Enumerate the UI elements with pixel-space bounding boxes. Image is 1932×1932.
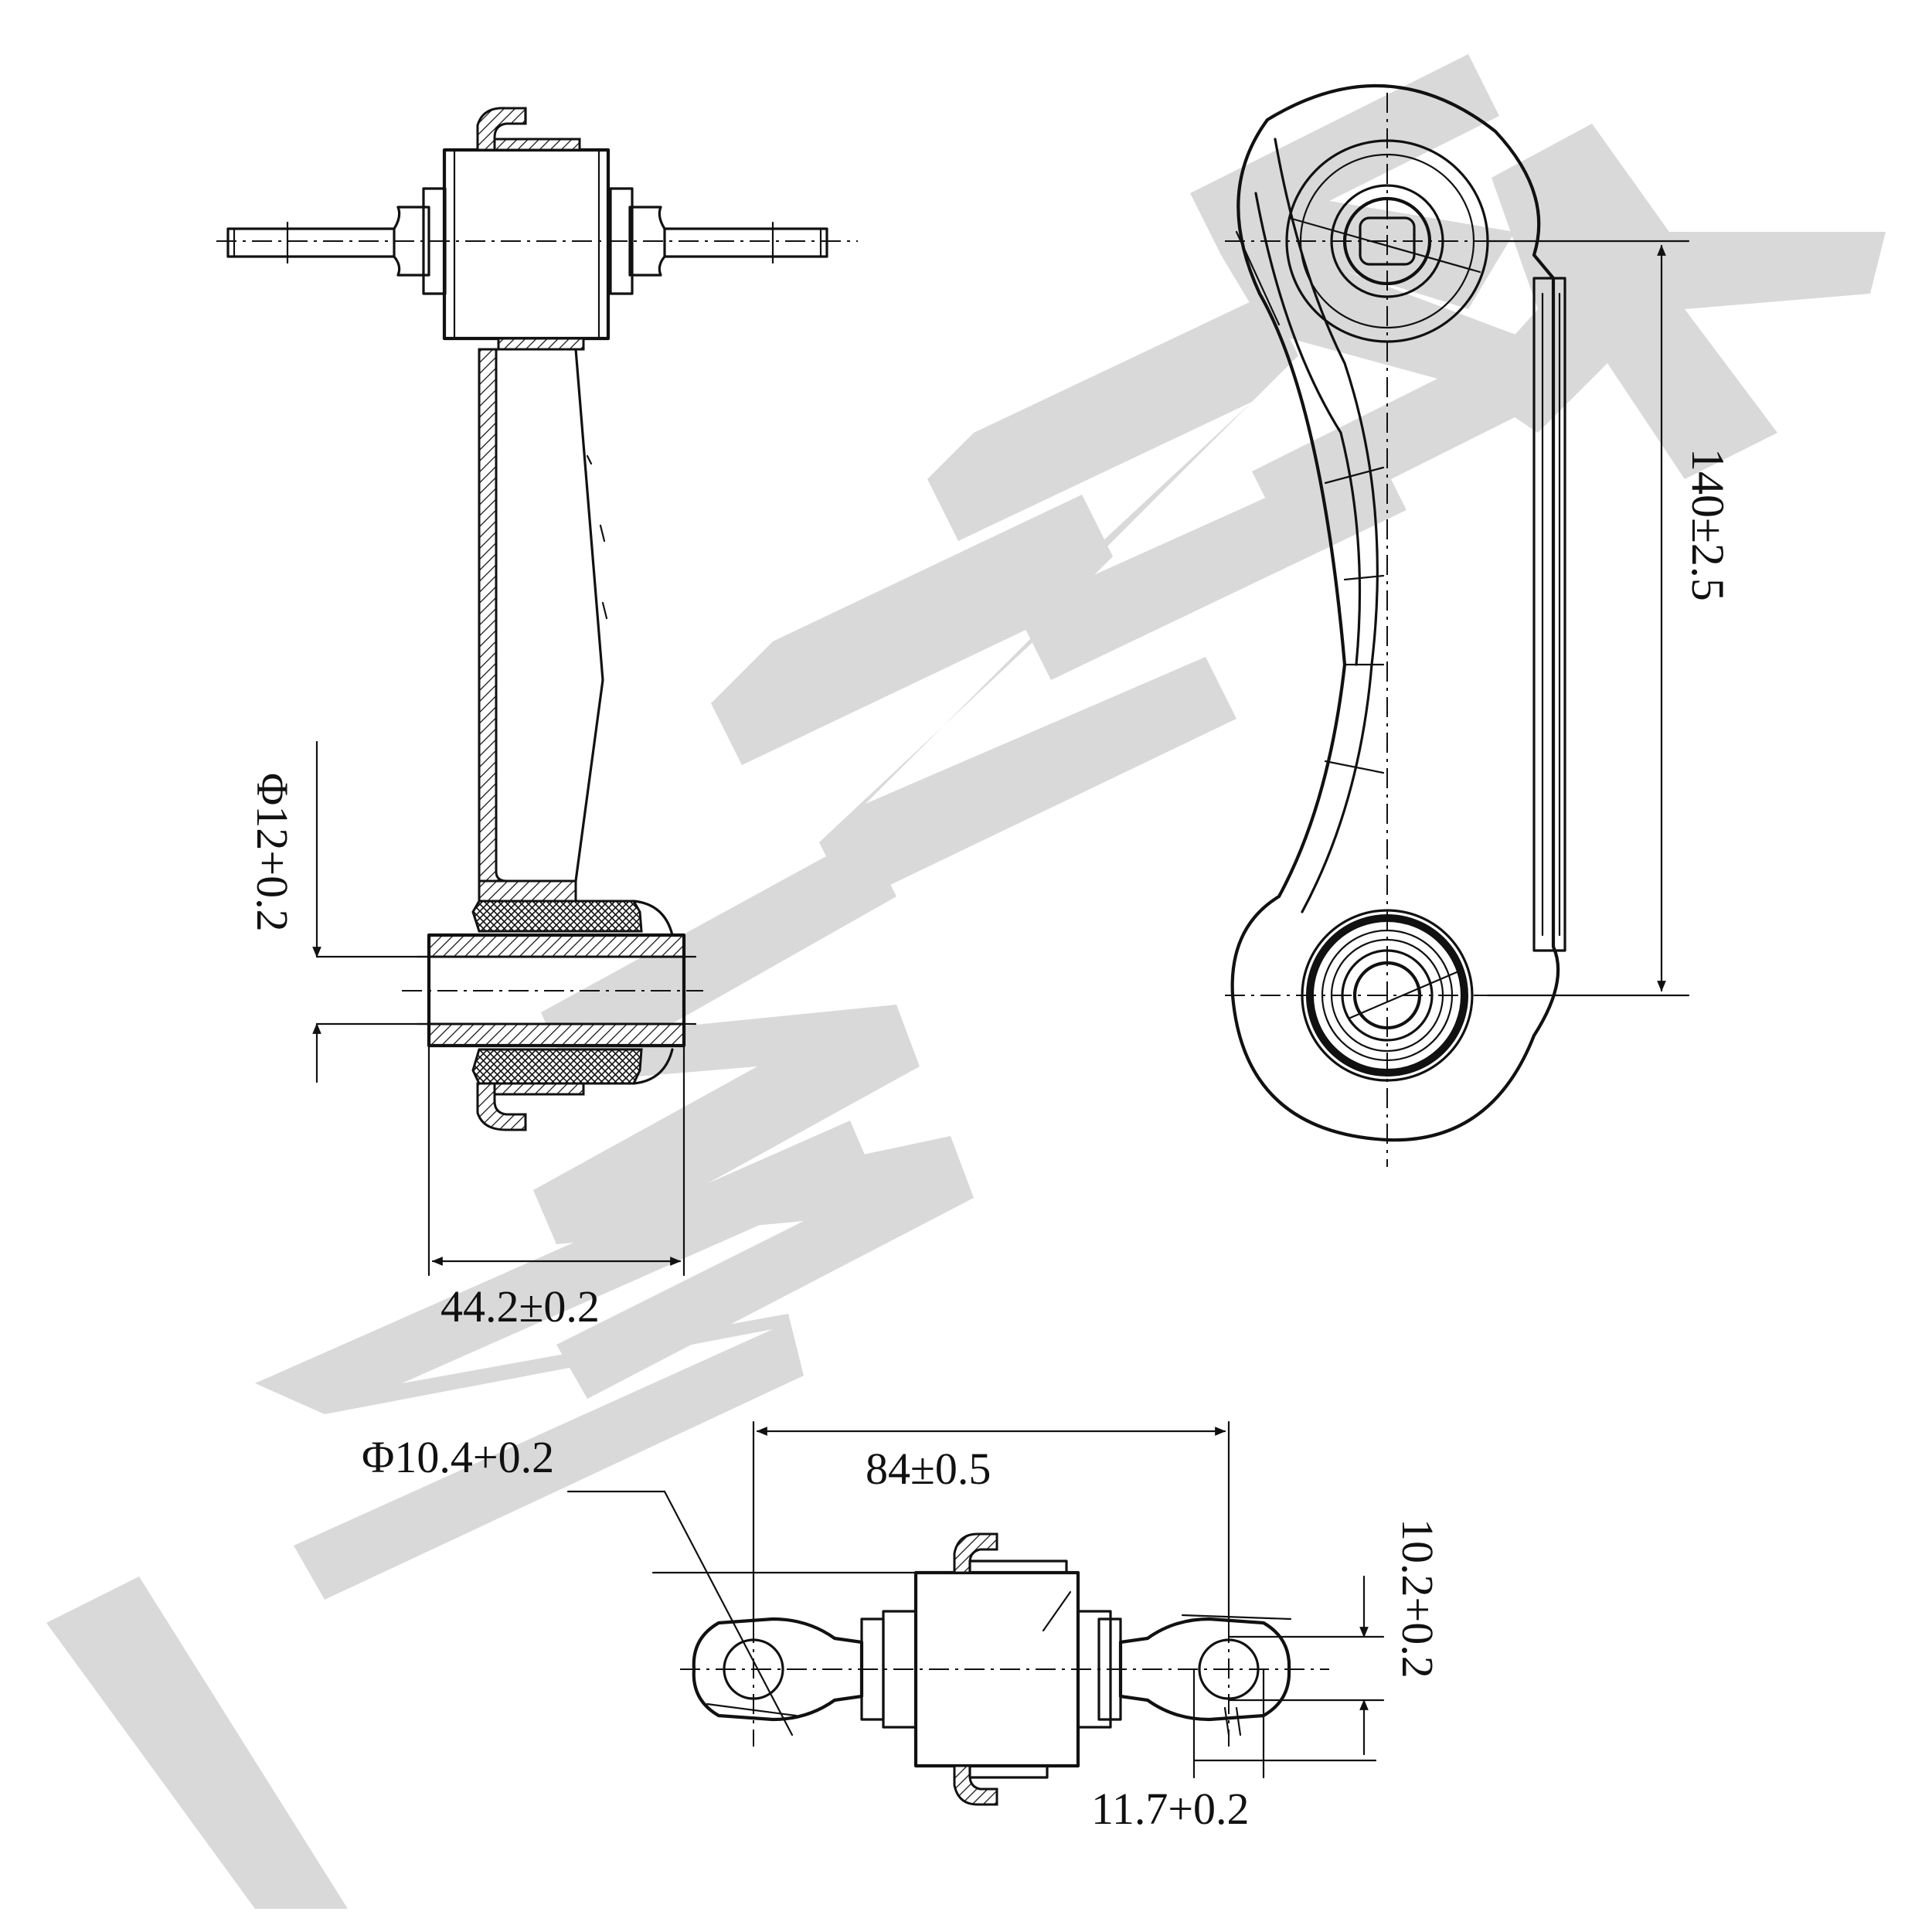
bottom-clip	[476, 1082, 527, 1131]
sleeve-lower	[427, 1022, 685, 1047]
top-eye	[1285, 139, 1489, 343]
rubber-upper	[471, 900, 643, 933]
lower-flange	[478, 879, 577, 903]
right-eye-hole	[1198, 1638, 1260, 1700]
right-eye-outline	[1118, 1617, 1291, 1722]
side-strip	[1532, 277, 1566, 952]
watermark-letter-n1	[711, 495, 1236, 904]
top-view-lower-clip	[953, 1764, 998, 1806]
arm-web	[478, 348, 508, 890]
right-stud	[609, 187, 828, 295]
top-view-upper-clip	[953, 1532, 998, 1574]
watermark-letter-z	[255, 1121, 873, 1600]
eye-hole-diameter-label: Φ10.4+0.2	[362, 1432, 554, 1482]
arm-outline	[574, 348, 604, 883]
watermark-chevron	[46, 1577, 348, 1909]
bottom-eye	[1301, 909, 1474, 1082]
watermark-logo	[46, 54, 1886, 1909]
eye-width-label: 11.7+0.2	[1091, 1784, 1250, 1834]
center-distance-label: 140±2.5	[1682, 448, 1733, 601]
top-view: Φ10.4+0.2 84±0.5 10.2+0.2 11.7+0.2	[362, 1420, 1443, 1834]
front-view: 140±2.5	[1225, 83, 1733, 1167]
rubber-lower	[471, 1048, 643, 1085]
top-lower-flange	[497, 337, 585, 351]
watermark-letter-k	[1468, 124, 1886, 479]
bushing-width-label: 44.2±0.2	[440, 1281, 600, 1332]
sleeve-upper	[427, 934, 685, 958]
eye-spacing-label: 84±0.5	[866, 1444, 991, 1494]
bore-diameter-label: Φ12+0.2	[247, 773, 298, 932]
link-outline	[1230, 83, 1560, 1142]
eye-thickness-label: 10.2+0.2	[1393, 1519, 1443, 1679]
top-bushing-block	[442, 148, 611, 341]
side-section-view: Φ12+0.2 44.2±0.2	[216, 107, 858, 1332]
watermark-letter-e1	[533, 835, 974, 1399]
bottom-bushing-section	[402, 900, 703, 1131]
top-clip-flange	[493, 138, 581, 151]
left-eye-outline	[692, 1617, 864, 1722]
watermark-letter-n2	[927, 294, 1406, 680]
left-eye-hole	[723, 1638, 784, 1700]
